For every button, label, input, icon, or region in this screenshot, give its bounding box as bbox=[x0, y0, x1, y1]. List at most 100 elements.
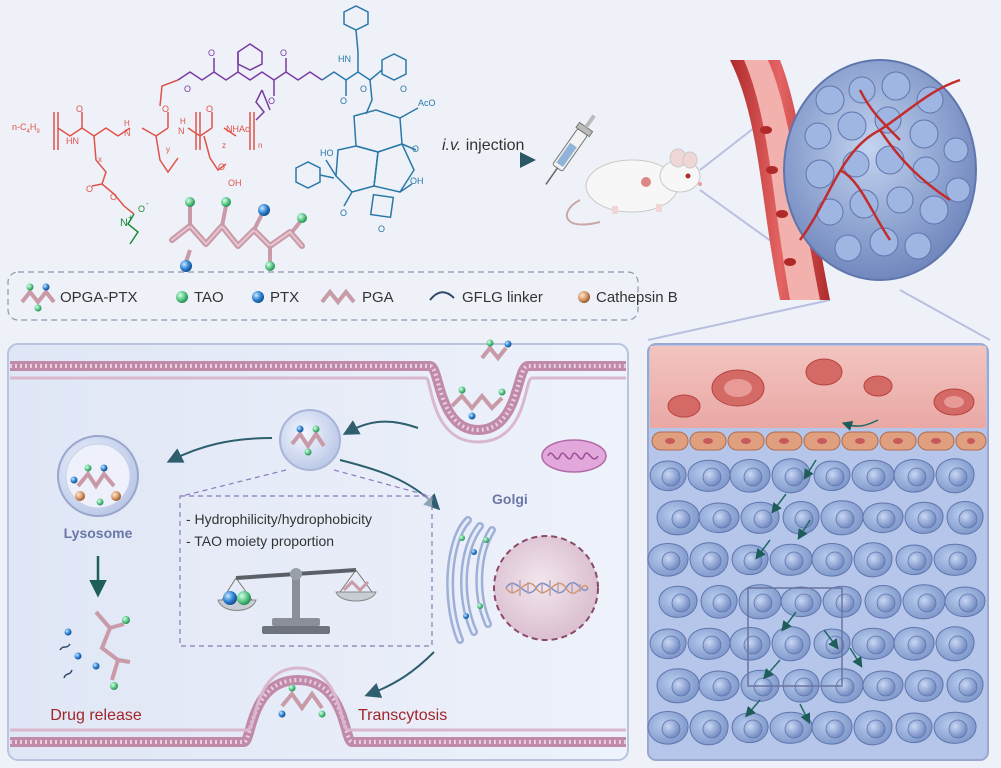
cell-nucleus bbox=[784, 635, 804, 655]
cell-nucleus bbox=[702, 635, 722, 655]
o-label-11: O bbox=[340, 96, 347, 106]
cell-nucleus bbox=[835, 593, 855, 613]
o-label-15: O bbox=[412, 144, 419, 154]
green-sphere-icon bbox=[176, 291, 188, 303]
o-label-2: O bbox=[86, 184, 93, 194]
bottom-membrane bbox=[10, 666, 626, 747]
top-membrane bbox=[10, 361, 626, 444]
tumor-mass bbox=[783, 59, 977, 281]
cell-nucleus bbox=[712, 593, 732, 613]
cell-nucleus bbox=[866, 719, 886, 739]
o-label-14: O bbox=[378, 224, 385, 234]
transcytosis-label: Transcytosis bbox=[358, 707, 447, 724]
chain-end-label: n-C4H9 bbox=[12, 122, 40, 135]
cell-nucleus bbox=[671, 677, 691, 697]
cell-nucleus bbox=[712, 677, 732, 697]
cell-nucleus bbox=[907, 551, 927, 571]
nhac-label: NHAc bbox=[226, 124, 250, 134]
drug-release-label: Drug release bbox=[50, 707, 142, 724]
opga-ptx-illustration bbox=[169, 197, 307, 272]
o-label-7: O bbox=[184, 84, 191, 94]
o-label-16: O bbox=[340, 208, 347, 218]
cell-nucleus bbox=[794, 509, 814, 529]
cell-nucleus bbox=[712, 509, 732, 529]
cathepsin-sphere-icon bbox=[578, 291, 590, 303]
tumor-cell-grid bbox=[647, 458, 986, 746]
blue-sphere-icon bbox=[252, 291, 264, 303]
cell-nucleus bbox=[948, 467, 968, 487]
cell-nucleus bbox=[958, 509, 978, 529]
chemical-structure: n-C4H9 HN O x O O N H O N H y O z n NHAc… bbox=[12, 5, 436, 245]
oh-label: OH bbox=[410, 176, 424, 186]
cell-nucleus bbox=[753, 677, 773, 697]
cell-nucleus bbox=[948, 635, 968, 655]
syringe-icon bbox=[545, 114, 596, 185]
cell-nucleus bbox=[753, 509, 773, 529]
cell-nucleus bbox=[825, 551, 845, 571]
cell-nucleus bbox=[907, 719, 927, 739]
legend-label-pga: PGA bbox=[362, 289, 394, 306]
cell-nucleus bbox=[866, 551, 886, 571]
cell-nucleus bbox=[671, 593, 691, 613]
cell-nucleus bbox=[794, 677, 814, 697]
o-label-4: O bbox=[162, 104, 169, 114]
n-plus-atom: N bbox=[120, 217, 128, 229]
n-plus-sign: + bbox=[128, 213, 133, 222]
n-label-2: N bbox=[178, 126, 185, 136]
nh-label: HN bbox=[338, 54, 351, 64]
cell-nucleus bbox=[917, 509, 937, 529]
cell-nucleus bbox=[753, 593, 773, 613]
ptx-sphere bbox=[180, 260, 192, 272]
o-label-9: O bbox=[268, 96, 275, 106]
iv-injection-arrow: i.v. injection bbox=[430, 137, 536, 168]
o-label-1: O bbox=[76, 104, 83, 114]
mouse-icon bbox=[565, 148, 702, 226]
opga-backbone-red bbox=[53, 79, 255, 215]
cooh-label: OH bbox=[228, 178, 242, 188]
polymer-drug-icon bbox=[20, 283, 56, 312]
cell-nucleus bbox=[866, 635, 886, 655]
tissue-panel bbox=[647, 343, 989, 761]
cell-nucleus bbox=[743, 635, 763, 655]
cell-nucleus bbox=[835, 509, 855, 529]
h-label-1: H bbox=[124, 119, 130, 128]
legend-label-tao: TAO bbox=[194, 289, 224, 306]
balance-scale-icon bbox=[217, 568, 377, 634]
o-minus-atom: O bbox=[138, 204, 145, 214]
cell-nucleus bbox=[917, 677, 937, 697]
gflg-linker-purple bbox=[177, 43, 323, 121]
endosome bbox=[279, 409, 341, 471]
cell-nucleus bbox=[876, 677, 896, 697]
cell-nucleus bbox=[661, 635, 681, 655]
tao-sphere bbox=[221, 197, 231, 207]
cell-nucleus bbox=[743, 719, 763, 739]
o-label-3: O bbox=[110, 192, 117, 202]
cell-nucleus bbox=[784, 719, 804, 739]
cell-nucleus bbox=[784, 551, 804, 571]
cell-nucleus bbox=[907, 635, 927, 655]
cell-panel: Lysosome Drug release - Hydrophilicity/h… bbox=[7, 339, 629, 761]
cell-nucleus bbox=[671, 509, 691, 529]
o-label-8: O bbox=[208, 48, 215, 58]
ho-label: HO bbox=[320, 148, 334, 158]
hn-label-1: HN bbox=[66, 136, 79, 146]
legend: OPGA-PTX TAO PTX PGA GFLG linker Catheps… bbox=[7, 271, 678, 321]
cell-nucleus bbox=[825, 467, 845, 487]
cell-nucleus bbox=[958, 677, 978, 697]
incoming-polymer bbox=[450, 339, 512, 420]
golgi-apparatus: Golgi bbox=[446, 491, 528, 644]
tao-sphere bbox=[297, 213, 307, 223]
legend-label-gflg-linker: GFLG linker bbox=[462, 289, 543, 306]
cell-nucleus bbox=[835, 677, 855, 697]
factor-line-2: - TAO moiety proportion bbox=[186, 533, 334, 549]
aco-label: AcO bbox=[418, 98, 436, 108]
injection-label: i.v. injection bbox=[442, 137, 524, 154]
cell-nucleus bbox=[948, 719, 968, 739]
mitochondrion-icon bbox=[541, 439, 607, 473]
tao-moiety-green bbox=[127, 213, 140, 245]
cell-nucleus bbox=[661, 551, 681, 571]
legend-label-cathepsin-b: Cathepsin B bbox=[596, 289, 678, 306]
cell-nucleus bbox=[743, 467, 763, 487]
